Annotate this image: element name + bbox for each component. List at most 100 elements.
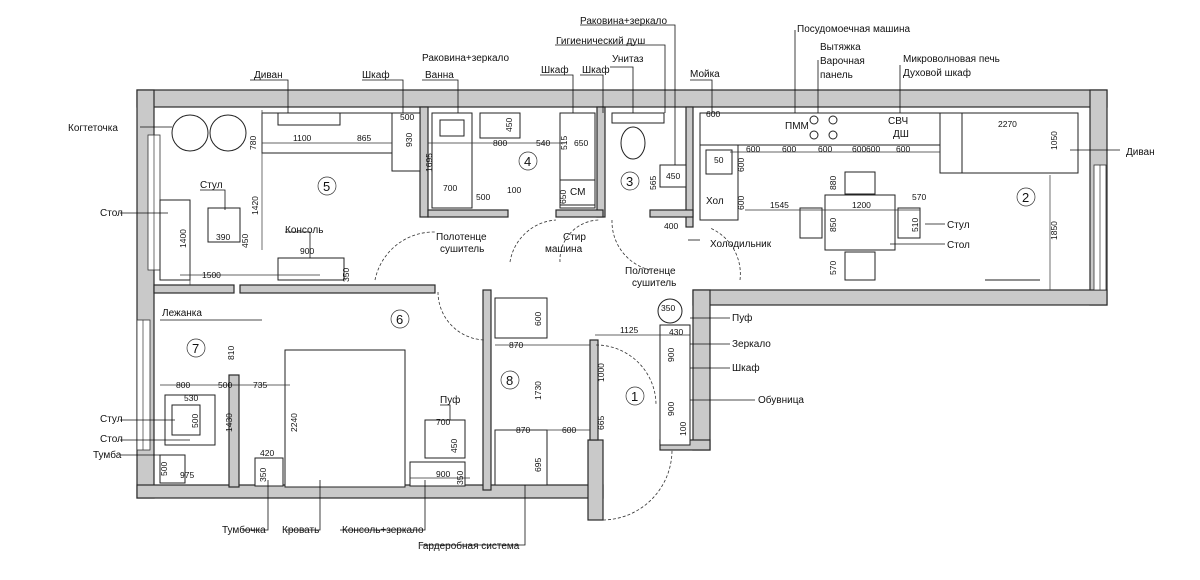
label-mashina: машина — [545, 244, 583, 255]
dim-865: 865 — [357, 133, 371, 143]
dim-900b: 900 — [436, 469, 450, 479]
label-obuvnica: Обувница — [758, 394, 804, 406]
dim-600r1: 600 — [746, 144, 760, 154]
dim-600h2: 600 — [562, 425, 576, 435]
dim-810: 810 — [226, 346, 236, 360]
furniture-labels: Когтеточка Диван Шкаф Ванна Раковина+зер… — [68, 16, 1155, 552]
dim-850: 850 — [828, 218, 838, 232]
label-stul-right: Стул — [947, 220, 970, 231]
dim-700a: 700 — [443, 183, 457, 193]
room-numbers: 1 2 3 4 5 6 7 8 — [186, 151, 1036, 406]
dim-350c: 350 — [258, 468, 268, 482]
dim-2240: 2240 — [289, 413, 299, 432]
dim-1050: 1050 — [1049, 131, 1059, 150]
label-duhovoi: Духовой шкаф — [903, 67, 971, 79]
dim-420: 420 — [260, 448, 274, 458]
dim-1430: 1430 — [224, 413, 234, 432]
room-number-3: 3 — [626, 174, 633, 189]
dim-1200: 1200 — [852, 200, 871, 210]
label-holodilnik: Холодильник — [710, 239, 772, 250]
dim-600h: 600 — [533, 312, 543, 326]
furniture — [159, 112, 1079, 488]
label-moika: Мойка — [690, 69, 720, 80]
label-krovat: Кровать — [282, 525, 319, 536]
room-number-2: 2 — [1022, 190, 1029, 205]
dim-450d: 450 — [449, 439, 459, 453]
label-pmm: ПММ — [785, 121, 809, 132]
label-sushitel2: сушитель — [632, 278, 676, 289]
label-mikrovolnovka: Микроволновая печь — [903, 54, 1000, 65]
dim-50: 50 — [714, 155, 724, 165]
label-svch: СВЧ — [888, 116, 908, 127]
label-vytyazhka: Вытяжка — [820, 42, 861, 53]
dim-500e: 500 — [159, 462, 169, 476]
label-rakovina-zerkalo-top: Раковина+зеркало — [422, 53, 509, 64]
dim-735: 735 — [253, 380, 267, 390]
label-puf-right: Пуф — [732, 312, 752, 324]
dim-510: 510 — [910, 218, 920, 232]
dim-530: 530 — [184, 393, 198, 403]
dim-975: 975 — [180, 470, 194, 480]
dim-930: 930 — [404, 133, 414, 147]
label-stul-left: Стул — [200, 180, 223, 191]
dim-900h1: 900 — [666, 348, 676, 362]
dim-540: 540 — [536, 138, 550, 148]
dim-570a: 570 — [912, 192, 926, 202]
dim-1500: 1500 — [202, 270, 221, 280]
leader-lines — [120, 24, 1120, 546]
label-tumbochka: Тумбочка — [222, 524, 266, 536]
label-shkaf-top3: Шкаф — [582, 64, 610, 76]
label-lezhanka: Лежанка — [162, 308, 202, 319]
label-stol-right: Стол — [947, 240, 970, 251]
dim-500c: 500 — [218, 380, 232, 390]
dim-350b: 350 — [661, 303, 675, 313]
dim-900a: 900 — [300, 246, 314, 256]
dim-500b: 500 — [476, 192, 490, 202]
room-number-6: 6 — [396, 312, 403, 327]
label-tumba: Тумба — [93, 449, 122, 461]
dim-430: 430 — [669, 327, 683, 337]
label-stol-left: Стол — [100, 208, 123, 219]
dim-600v2: 600 — [736, 196, 746, 210]
dimension-lines — [160, 110, 1051, 479]
label-kogtetochka: Когтеточка — [68, 123, 118, 134]
room-number-4: 4 — [524, 154, 531, 169]
dim-565: 565 — [648, 176, 658, 190]
doors — [374, 219, 741, 521]
dim-900h2: 900 — [666, 402, 676, 416]
dim-870a: 870 — [509, 340, 523, 350]
label-unitaz: Унитаз — [612, 54, 644, 65]
label-shkaf-top1: Шкаф — [362, 69, 390, 81]
room-number-8: 8 — [506, 373, 513, 388]
dim-2270: 2270 — [998, 119, 1017, 129]
dim-100a: 100 — [507, 185, 521, 195]
room-number-7: 7 — [192, 341, 199, 356]
dim-600r2: 600 — [782, 144, 796, 154]
label-shkaf-hall: Шкаф — [732, 362, 760, 374]
label-sushitel1: сушитель — [440, 244, 484, 255]
label-divan-left: Диван — [254, 70, 283, 81]
label-stir: Стир — [563, 232, 586, 243]
dim-1850: 1850 — [1049, 221, 1059, 240]
dim-1125: 1125 — [620, 325, 639, 335]
dim-500d: 500 — [190, 414, 200, 428]
dim-700b: 700 — [436, 417, 450, 427]
dim-800b: 800 — [176, 380, 190, 390]
label-stol-bed: Стол — [100, 434, 123, 445]
label-konsol-zerkalo: Консоль+зеркало — [342, 525, 424, 536]
dim-1400: 1400 — [178, 229, 188, 248]
dim-880: 880 — [828, 176, 838, 190]
label-dsh: ДШ — [893, 129, 909, 140]
dim-1420: 1420 — [250, 196, 260, 215]
dim-650b: 650 — [558, 190, 568, 204]
label-hol-short: Хол — [706, 196, 724, 207]
dim-350d: 350 — [455, 471, 465, 485]
label-polotence1: Полотенце — [436, 232, 487, 243]
label-puf-mid: Пуф — [440, 394, 460, 406]
windows — [136, 134, 1107, 451]
label-rakovina-zerkalo-wc: Раковина+зеркало — [580, 16, 667, 27]
dimension-labels: 1100 865 780 930 500 1420 390 450 1400 1… — [159, 109, 1059, 485]
label-garderob: Гардеробная система — [418, 540, 520, 552]
dim-1100: 1100 — [293, 133, 312, 143]
